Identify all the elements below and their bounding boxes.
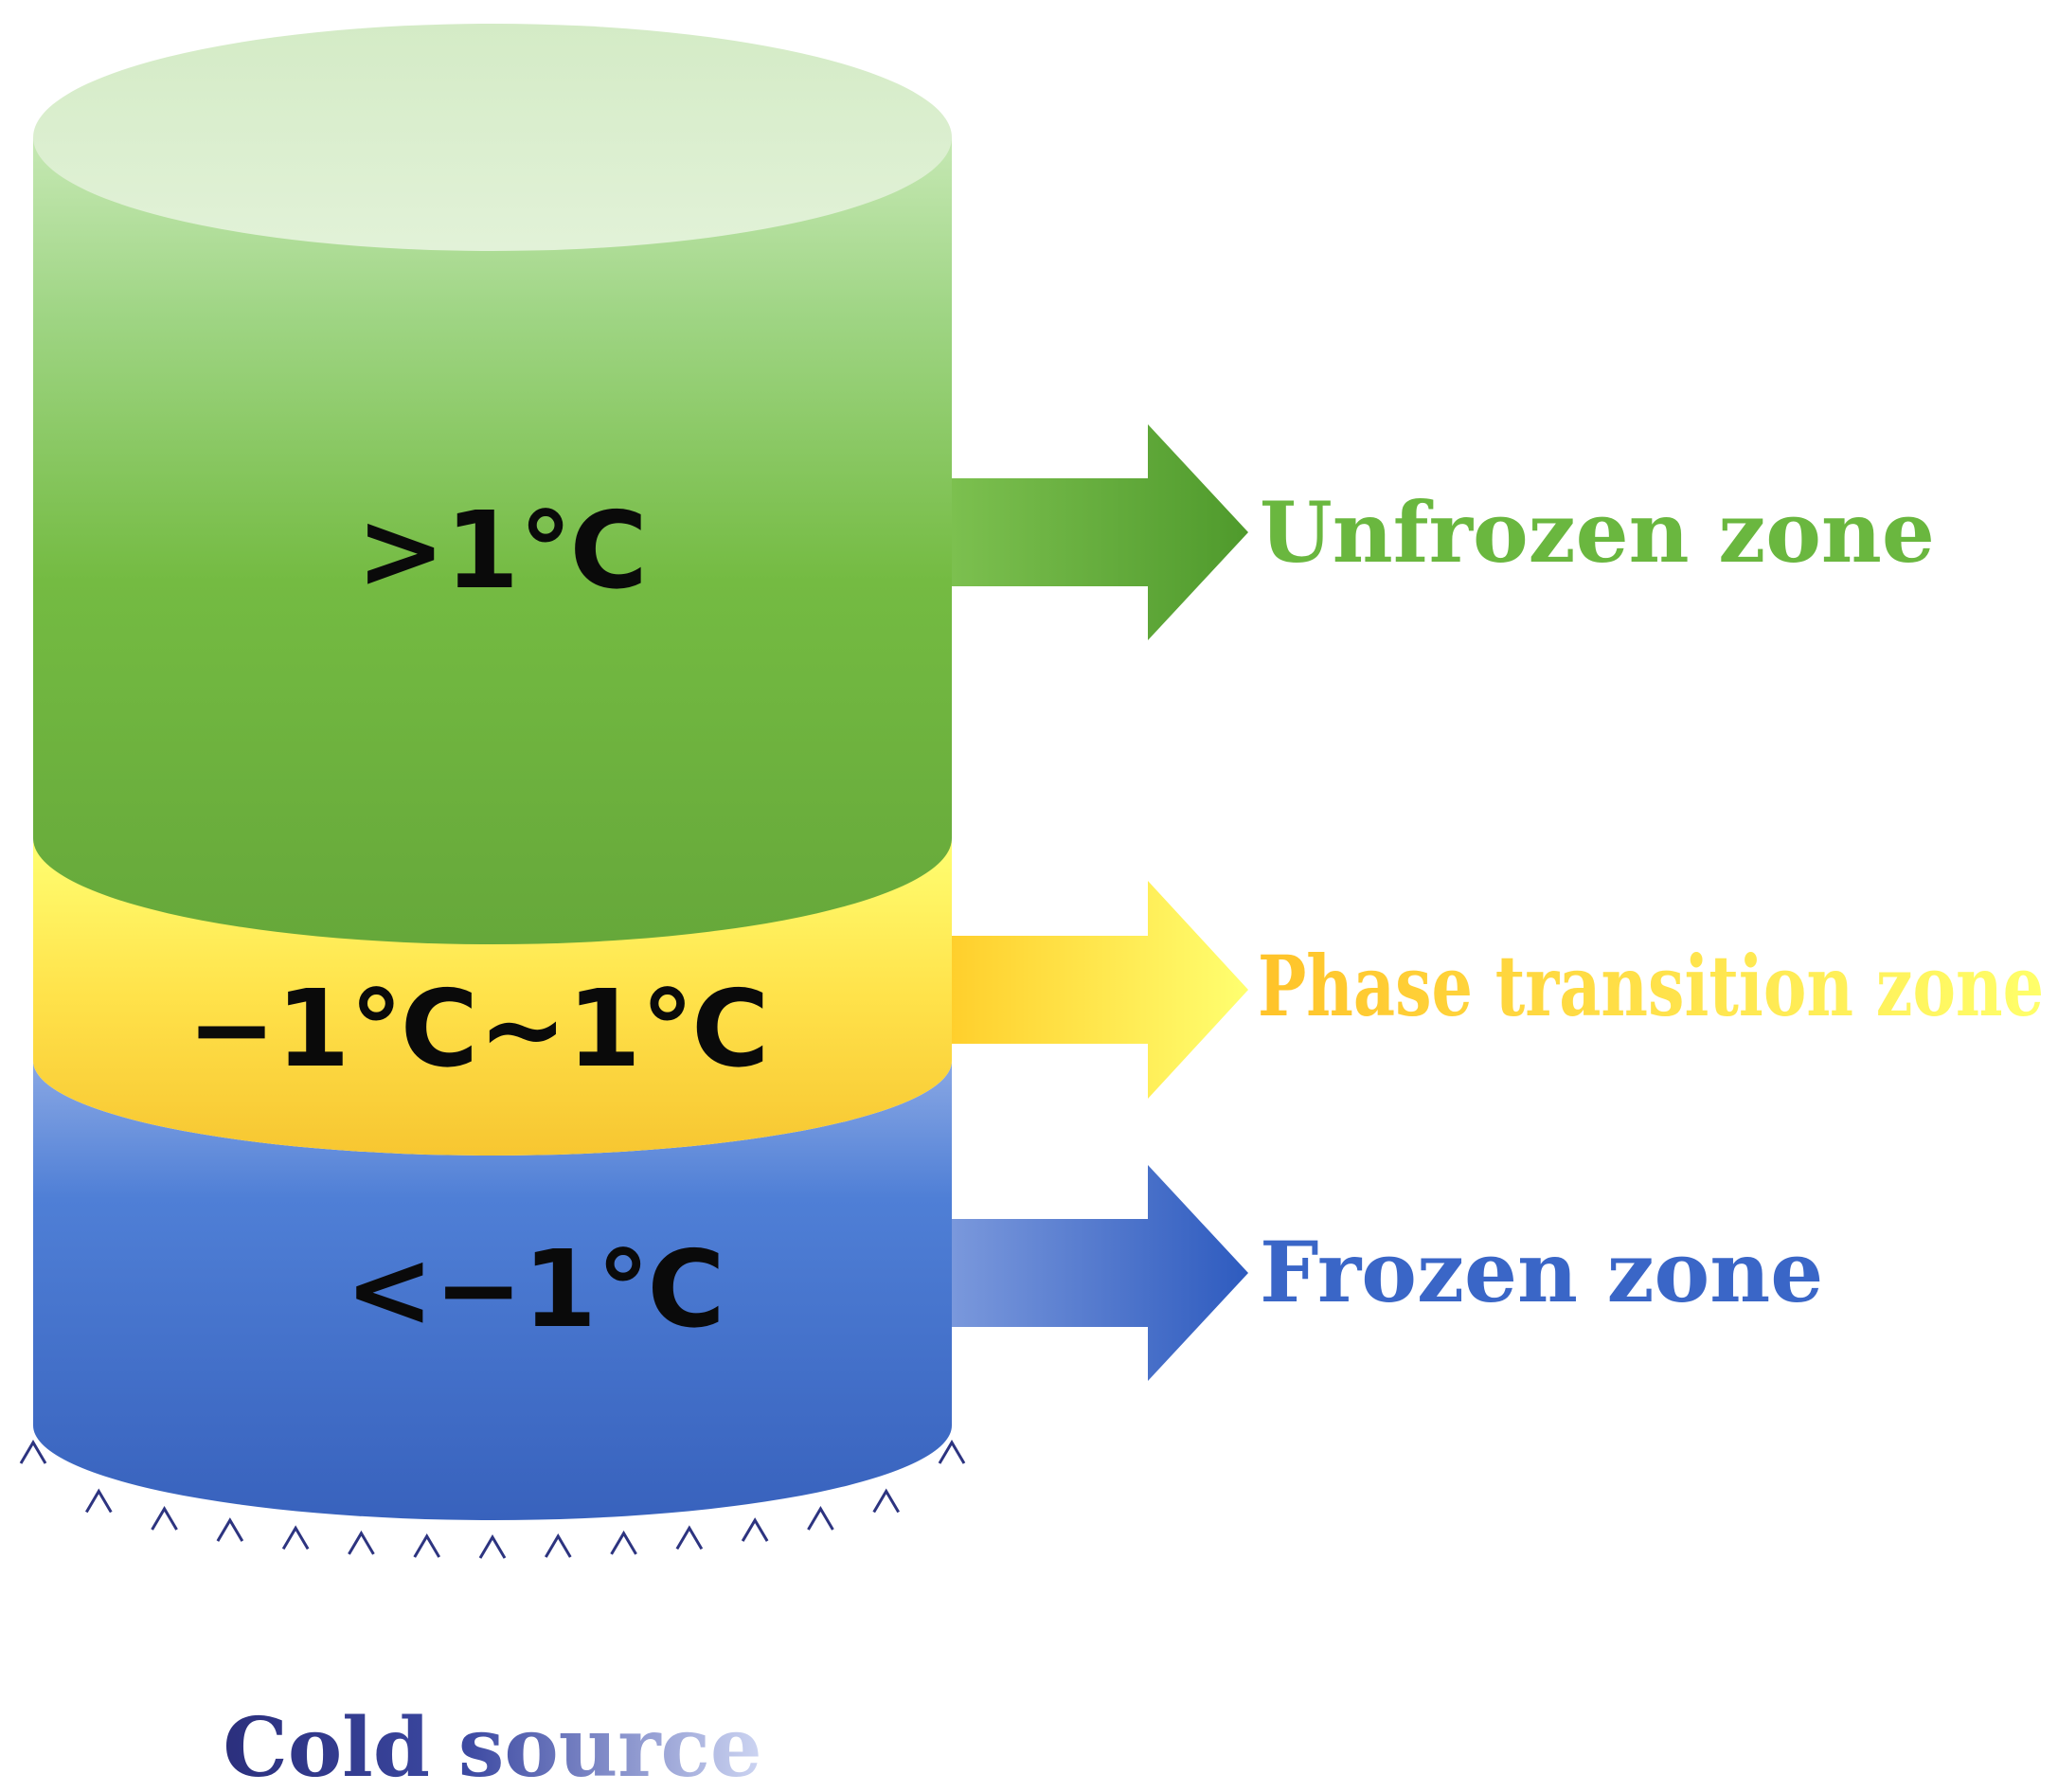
zone-label-transition: Phase transition zone bbox=[1258, 937, 2044, 1035]
temperature-label-transition: −1℃~1℃ bbox=[188, 968, 770, 1091]
cold-source-arrowhead bbox=[938, 1440, 966, 1464]
temperature-label-frozen: <−1℃ bbox=[345, 1228, 725, 1352]
cold-source-arrows bbox=[19, 1440, 966, 1664]
unfrozen-layer-top-face bbox=[33, 24, 952, 251]
transition-zone-arrow bbox=[952, 881, 1248, 1099]
frozen-layer-body bbox=[33, 1061, 952, 1520]
transition-layer-body bbox=[33, 838, 952, 1156]
unfrozen-zone-arrow bbox=[952, 424, 1248, 640]
cold-source-label: Cold source bbox=[223, 1700, 761, 1792]
cold-source-arrowhead bbox=[348, 1530, 375, 1555]
cold-source-arrowhead bbox=[151, 1506, 178, 1531]
cold-source-arrowhead bbox=[741, 1517, 769, 1542]
frozen-zone-arrow bbox=[952, 1165, 1248, 1381]
cold-source-arrowhead bbox=[281, 1525, 310, 1550]
temperature-label-unfrozen: >1℃ bbox=[356, 490, 647, 613]
cold-source-arrowhead bbox=[216, 1517, 244, 1542]
zone-label-frozen: Frozen zone bbox=[1260, 1223, 1823, 1321]
unfrozen-layer-body bbox=[33, 137, 952, 944]
transition-layer bbox=[33, 838, 952, 1156]
frozen-layer bbox=[33, 1061, 952, 1520]
cold-source-arrowhead bbox=[478, 1534, 507, 1559]
cold-source-arrowhead bbox=[544, 1533, 572, 1558]
cold-source-arrowhead bbox=[675, 1525, 704, 1550]
cold-source-arrowhead bbox=[872, 1488, 901, 1514]
zone-label-unfrozen: Unfrozen zone bbox=[1260, 483, 1935, 582]
cold-source-arrowhead bbox=[610, 1530, 637, 1555]
unfrozen-layer bbox=[33, 24, 952, 944]
cold-source-arrowhead bbox=[84, 1488, 113, 1514]
cold-source-arrowhead bbox=[413, 1533, 441, 1558]
cold-source-arrowhead bbox=[19, 1440, 47, 1464]
cold-source-arrowhead bbox=[807, 1506, 834, 1531]
